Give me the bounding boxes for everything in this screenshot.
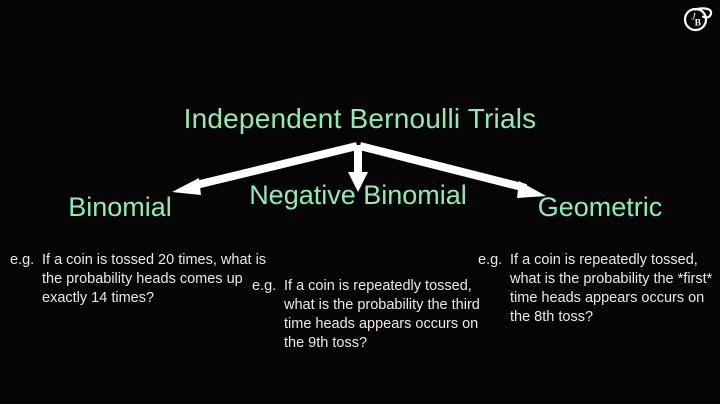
eg-label-geometric: e.g.	[478, 252, 503, 268]
jb-monogram-logo: J B	[682, 4, 714, 34]
example-text-binomial: If a coin is tossed 20 times, what is th…	[42, 252, 267, 306]
example-geometric: e.g. If a coin is repeatedly tossed, what…	[478, 232, 720, 327]
branch-title-geometric: Geometric	[537, 192, 663, 222]
example-binomial: e.g. If a coin is tossed 20 times, what i…	[10, 232, 272, 308]
eg-label-negative-binomial: e.g.	[252, 278, 277, 294]
example-text-negative-binomial: If a coin is repeatedly tossed, what is …	[284, 278, 480, 351]
branch-title-binomial: Binomial	[68, 192, 172, 222]
example-negative-binomial: e.g. If a coin is repeatedly tossed, what…	[252, 258, 490, 353]
root-title: Independent Bernoulli Trials	[183, 103, 537, 134]
example-text-geometric: If a coin is repeatedly tossed, what is …	[510, 252, 713, 325]
eg-label-binomial: e.g.	[10, 252, 35, 268]
branch-title-negative-binomial: Negative Binomial	[249, 180, 467, 210]
svg-text:B: B	[695, 19, 702, 29]
svg-text:J: J	[691, 13, 696, 23]
